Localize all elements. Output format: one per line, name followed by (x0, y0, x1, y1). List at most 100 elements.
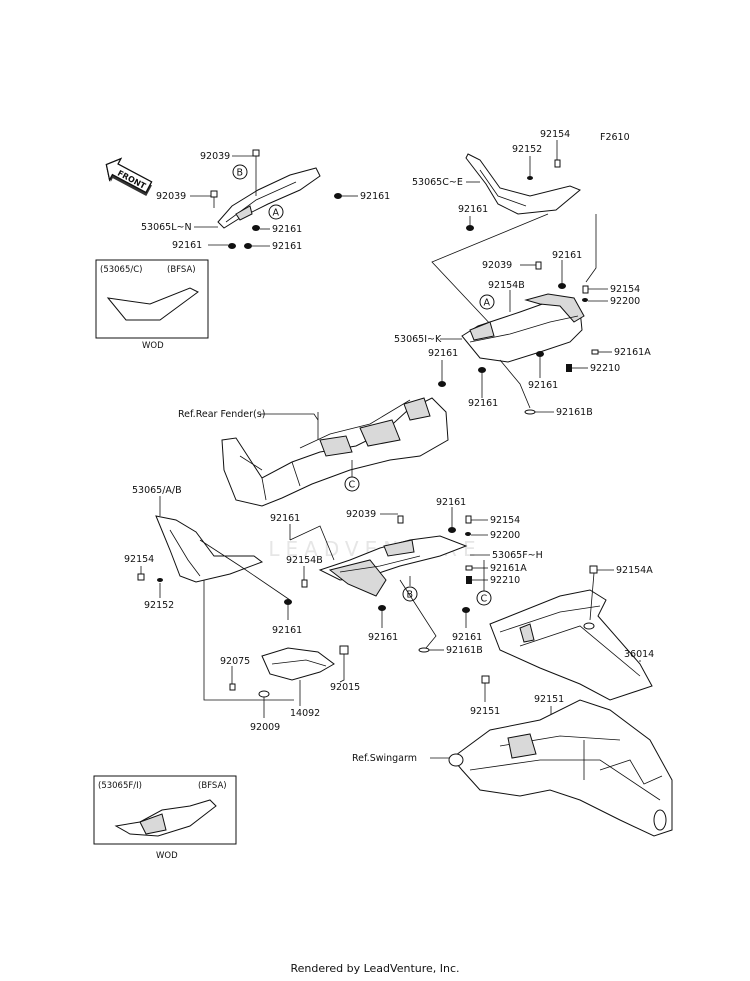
callout-c (476, 590, 492, 606)
label-92151-a: 92151 (470, 706, 500, 717)
bolt-icon (589, 565, 598, 574)
grommet-icon (558, 283, 566, 289)
bolt-icon (137, 573, 145, 581)
label-92154-d: 92154 (490, 515, 520, 526)
grommet-icon (438, 381, 446, 387)
bolt-icon (397, 515, 404, 524)
swingarm (448, 699, 673, 837)
grommet-icon (228, 243, 236, 249)
label-92210-b: 92210 (490, 575, 520, 586)
label-92154-c: 92154 (124, 554, 154, 565)
bolt-icon (554, 159, 561, 168)
label-92161A-b: 92161A (490, 563, 527, 574)
label-92161-i: 92161 (528, 380, 558, 391)
screw-icon (258, 690, 270, 698)
washer-icon (465, 532, 471, 536)
washer-icon (583, 622, 595, 630)
clip-icon (229, 683, 236, 691)
inset1-variant: (BFSA) (167, 265, 196, 275)
cover-53065A-B (155, 515, 264, 583)
cover-14092 (261, 647, 335, 681)
inset1-code: (53065/C) (100, 265, 142, 275)
callout-a (268, 204, 284, 220)
label-53065I-K: 53065I~K (394, 334, 442, 345)
label-53065F-H: 53065F~H (492, 550, 543, 561)
label-92154B-b: 92154B (286, 555, 323, 566)
label-92161-d: 92161 (272, 241, 302, 252)
callout-c-letter: C (349, 480, 356, 491)
grommet-icon (462, 607, 470, 613)
figure-code: F2610 (600, 132, 630, 143)
label-92161-g: 92161 (428, 348, 458, 359)
label-92152-b: 92152 (144, 600, 174, 611)
label-92075: 92075 (220, 656, 250, 667)
inset2-cover-shape (114, 799, 217, 837)
grommet-icon (284, 599, 292, 605)
label-92009: 92009 (250, 722, 280, 733)
grommet-icon (378, 605, 386, 611)
label-92151-b: 92151 (534, 694, 564, 705)
washer-icon (582, 298, 588, 302)
label-53065L-N: 53065L~N (141, 222, 192, 233)
callout-c-letter: C (481, 594, 488, 605)
callout-c (344, 476, 360, 492)
clip-icon (301, 579, 308, 588)
bolt-icon (210, 190, 218, 198)
callout-a-letter: A (484, 298, 491, 309)
callout-a (479, 294, 495, 310)
inset1-caption: WOD (142, 341, 164, 351)
cowl-53065I-K (461, 293, 585, 363)
inset2-caption: WOD (156, 851, 178, 861)
rear-fender (221, 397, 449, 507)
label-92039-b: 92039 (156, 191, 186, 202)
grommet-icon (334, 193, 342, 199)
label-53065C-E: 53065C~E (412, 177, 463, 188)
label-92161-e: 92161 (458, 204, 488, 215)
label-92200-a: 92200 (610, 296, 640, 307)
label-92152-a: 92152 (512, 144, 542, 155)
cover-53065F-H (318, 535, 468, 597)
grommet-icon (244, 243, 252, 249)
grommet-icon (536, 351, 544, 357)
footer-credit: Rendered by LeadVenture, Inc. (290, 962, 460, 975)
label-92161-j: 92161 (270, 513, 300, 524)
grommet-icon (478, 367, 486, 373)
grommet-icon (466, 225, 474, 231)
label-92210-a: 92210 (590, 363, 620, 374)
label-92154-a: 92154 (540, 129, 570, 140)
label-92161-l: 92161 (436, 497, 466, 508)
label-92015: 92015 (330, 682, 360, 693)
bolt-icon (582, 285, 589, 294)
label-92161-f: 92161 (552, 250, 582, 261)
label-92161-b: 92161 (272, 224, 302, 235)
clip-icon (524, 409, 536, 415)
nut-icon (466, 576, 472, 584)
label-14092: 14092 (290, 708, 320, 719)
label-92161-n: 92161 (452, 632, 482, 643)
callout-b (232, 164, 248, 180)
inset1-cover-shape (106, 287, 199, 321)
callout-b-letter: B (237, 168, 244, 179)
label-92154A: 92154A (616, 565, 653, 576)
bolt-icon (465, 515, 472, 524)
label-92154B-a: 92154B (488, 280, 525, 291)
cover-53065C-E (465, 153, 581, 215)
label-92161B-a: 92161B (556, 407, 593, 418)
label-92161B-b: 92161B (446, 645, 483, 656)
clip-icon (418, 647, 430, 653)
label-92161A-a: 92161A (614, 347, 651, 358)
label-92161-k: 92161 (272, 625, 302, 636)
clip-icon (465, 565, 473, 571)
inset2-variant: (BFSA) (198, 781, 227, 791)
chain-guard-36014 (489, 589, 653, 701)
nut-icon (566, 364, 572, 372)
label-92200-b: 92200 (490, 530, 520, 541)
nut-icon (339, 645, 349, 655)
washer-icon (527, 176, 533, 180)
washer-icon (157, 578, 163, 582)
cover-53065L-N (217, 167, 321, 229)
ref-swingarm: Ref.Swingarm (352, 753, 417, 764)
label-92161-m: 92161 (368, 632, 398, 643)
inset2-code: (53065F/I) (98, 781, 142, 791)
